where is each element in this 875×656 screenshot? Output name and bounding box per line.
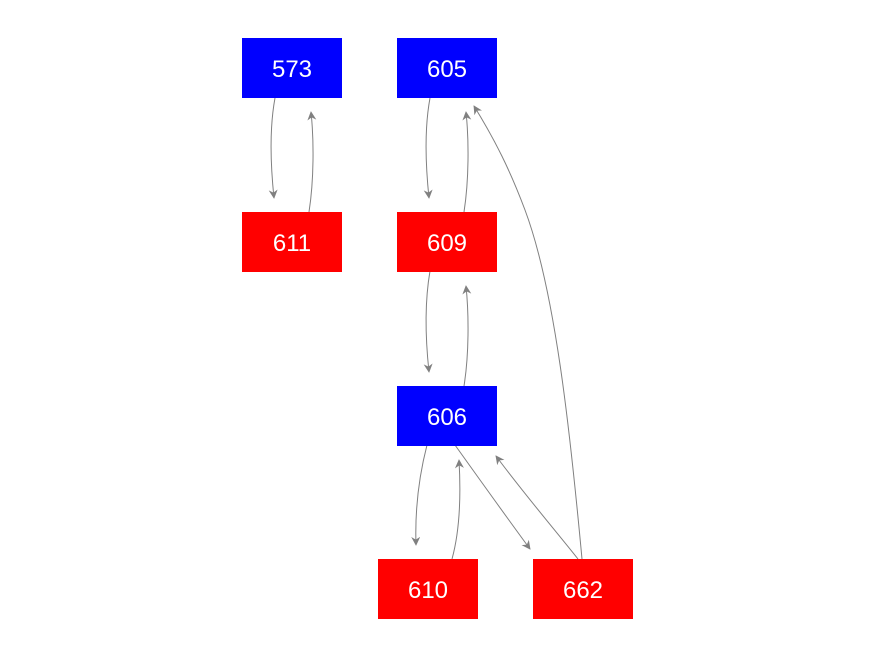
node-609[interactable]: 609 bbox=[397, 212, 497, 272]
node-box bbox=[378, 559, 478, 619]
node-box bbox=[397, 38, 497, 98]
node-label: 609 bbox=[427, 230, 467, 257]
edge-605-to-609 bbox=[423, 97, 433, 199]
edge-606-to-609 bbox=[462, 285, 472, 387]
edge-662-to-605 bbox=[473, 105, 583, 560]
node-573[interactable]: 573 bbox=[242, 38, 342, 98]
edge-611-to-573 bbox=[307, 111, 317, 213]
edge-609-to-606 bbox=[423, 270, 433, 373]
node-box bbox=[242, 38, 342, 98]
node-610[interactable]: 610 bbox=[378, 559, 478, 619]
node-box bbox=[242, 212, 342, 272]
node-label: 611 bbox=[273, 230, 311, 257]
node-605[interactable]: 605 bbox=[397, 38, 497, 98]
node-box bbox=[397, 386, 497, 446]
edge-606-to-610 bbox=[411, 444, 428, 546]
node-label: 610 bbox=[408, 577, 448, 604]
edge-609-to-605 bbox=[462, 111, 472, 213]
node-611[interactable]: 611 bbox=[242, 212, 342, 272]
edge-610-to-606 bbox=[451, 459, 464, 560]
edge-662-to-606 bbox=[495, 455, 579, 560]
node-box bbox=[533, 559, 633, 619]
node-label: 606 bbox=[427, 404, 467, 431]
node-label: 573 bbox=[272, 56, 312, 83]
edge-606-to-662 bbox=[454, 444, 531, 550]
edge-573-to-611 bbox=[268, 97, 278, 199]
node-606[interactable]: 606 bbox=[397, 386, 497, 446]
node-box bbox=[397, 212, 497, 272]
node-label: 605 bbox=[427, 56, 467, 83]
node-662[interactable]: 662 bbox=[533, 559, 633, 619]
node-label: 662 bbox=[563, 577, 603, 604]
